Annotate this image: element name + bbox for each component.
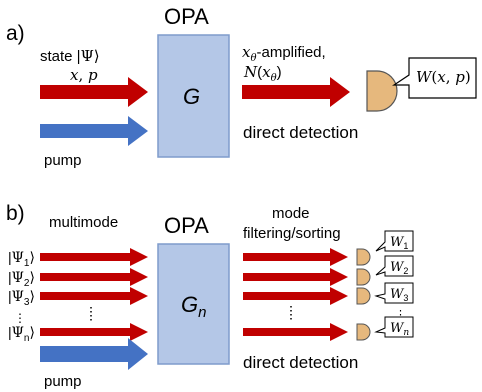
panel-b-detector-3-icon (356, 287, 371, 305)
panel-b: b) multimode OPA Gn mode filtering/sorti… (6, 202, 414, 390)
panel-a-label: a) (6, 22, 25, 45)
panel-b-opa-box (157, 243, 230, 365)
panel-b-wigner-callout-3 (374, 282, 414, 304)
panel-b-mode-label-line1: mode (272, 205, 310, 222)
panel-a-state-label: state |Ψ⟩ (40, 47, 100, 65)
panel-b-input-arrow-2 (40, 268, 148, 286)
panel-b-state-1: |Ψ1⟩ (8, 249, 35, 269)
panel-b-wigner-dots: ⋮ (395, 309, 406, 321)
panel-a-gain: G (183, 84, 200, 109)
panel-b-detector-1-icon (356, 248, 371, 266)
panel-b-input-arrow-1 (40, 248, 148, 266)
panel-b-wigner-callout-1 (375, 230, 414, 252)
panel-b-multimode-label: multimode (49, 214, 118, 231)
panel-b-state-3: |Ψ3⟩ (8, 288, 35, 308)
panel-a-opa-box (157, 34, 230, 158)
panel-b-detection-label: direct detection (243, 353, 358, 372)
panel-b-output-arrow-1 (243, 248, 348, 266)
panel-b-mode-label-line2: filtering/sorting (243, 225, 341, 242)
panel-b-input-arrow-3 (40, 287, 148, 305)
panel-b-output-arrow-3 (243, 287, 348, 305)
panel-a-pump-label: pump (44, 152, 82, 169)
panel-a-detector-icon (366, 70, 398, 112)
panel-b-detector-n-icon (356, 323, 371, 341)
panel-a-wigner-callout (392, 57, 477, 99)
panel-a-photon-number: N(xθ) (243, 63, 282, 84)
panel-b-pump-arrow (40, 338, 148, 370)
panel-b-state-dots: ⋮ (14, 311, 26, 325)
panel-b-wigner-label-1: W1 (390, 235, 408, 251)
panel-b-wigner-label-2: W2 (390, 260, 408, 276)
panel-a-wigner-label: W(x, p) (416, 68, 471, 86)
panel-a-signal-arrow-out (242, 77, 350, 107)
panel-a-quadratures: x, p (70, 66, 98, 84)
panel-b-wigner-label-n: Wn (390, 321, 409, 338)
panel-a-detection-label: direct detection (243, 123, 358, 142)
panel-b-wigner-label-3: W3 (390, 287, 408, 303)
panel-b-detector-2-icon (356, 268, 371, 286)
panel-b-state-2: |Ψ2⟩ (8, 269, 35, 289)
panel-a: a) OPA G state |Ψ⟩ x, p pump xθ-amplifie… (6, 4, 477, 169)
panel-b-wigner-callout-2 (375, 255, 414, 277)
panel-b-output-arrow-n (243, 323, 348, 341)
panel-b-state-n: |Ψn⟩ (8, 324, 35, 344)
panel-a-amplified-label: xθ-amplified, (242, 43, 326, 64)
panel-b-pump-label: pump (44, 373, 82, 390)
panel-b-wigner-callout-n (374, 316, 414, 338)
panel-b-input-arrow-n (40, 323, 148, 341)
panel-a-signal-arrow-in (40, 77, 148, 107)
panel-a-pump-arrow (40, 116, 148, 146)
panel-b-gain: Gn (181, 292, 206, 321)
panel-a-opa-title: OPA (164, 4, 209, 29)
panel-b-output-arrow-2 (243, 268, 348, 286)
panel-b-label: b) (6, 202, 25, 225)
panel-b-opa-title: OPA (164, 213, 209, 238)
